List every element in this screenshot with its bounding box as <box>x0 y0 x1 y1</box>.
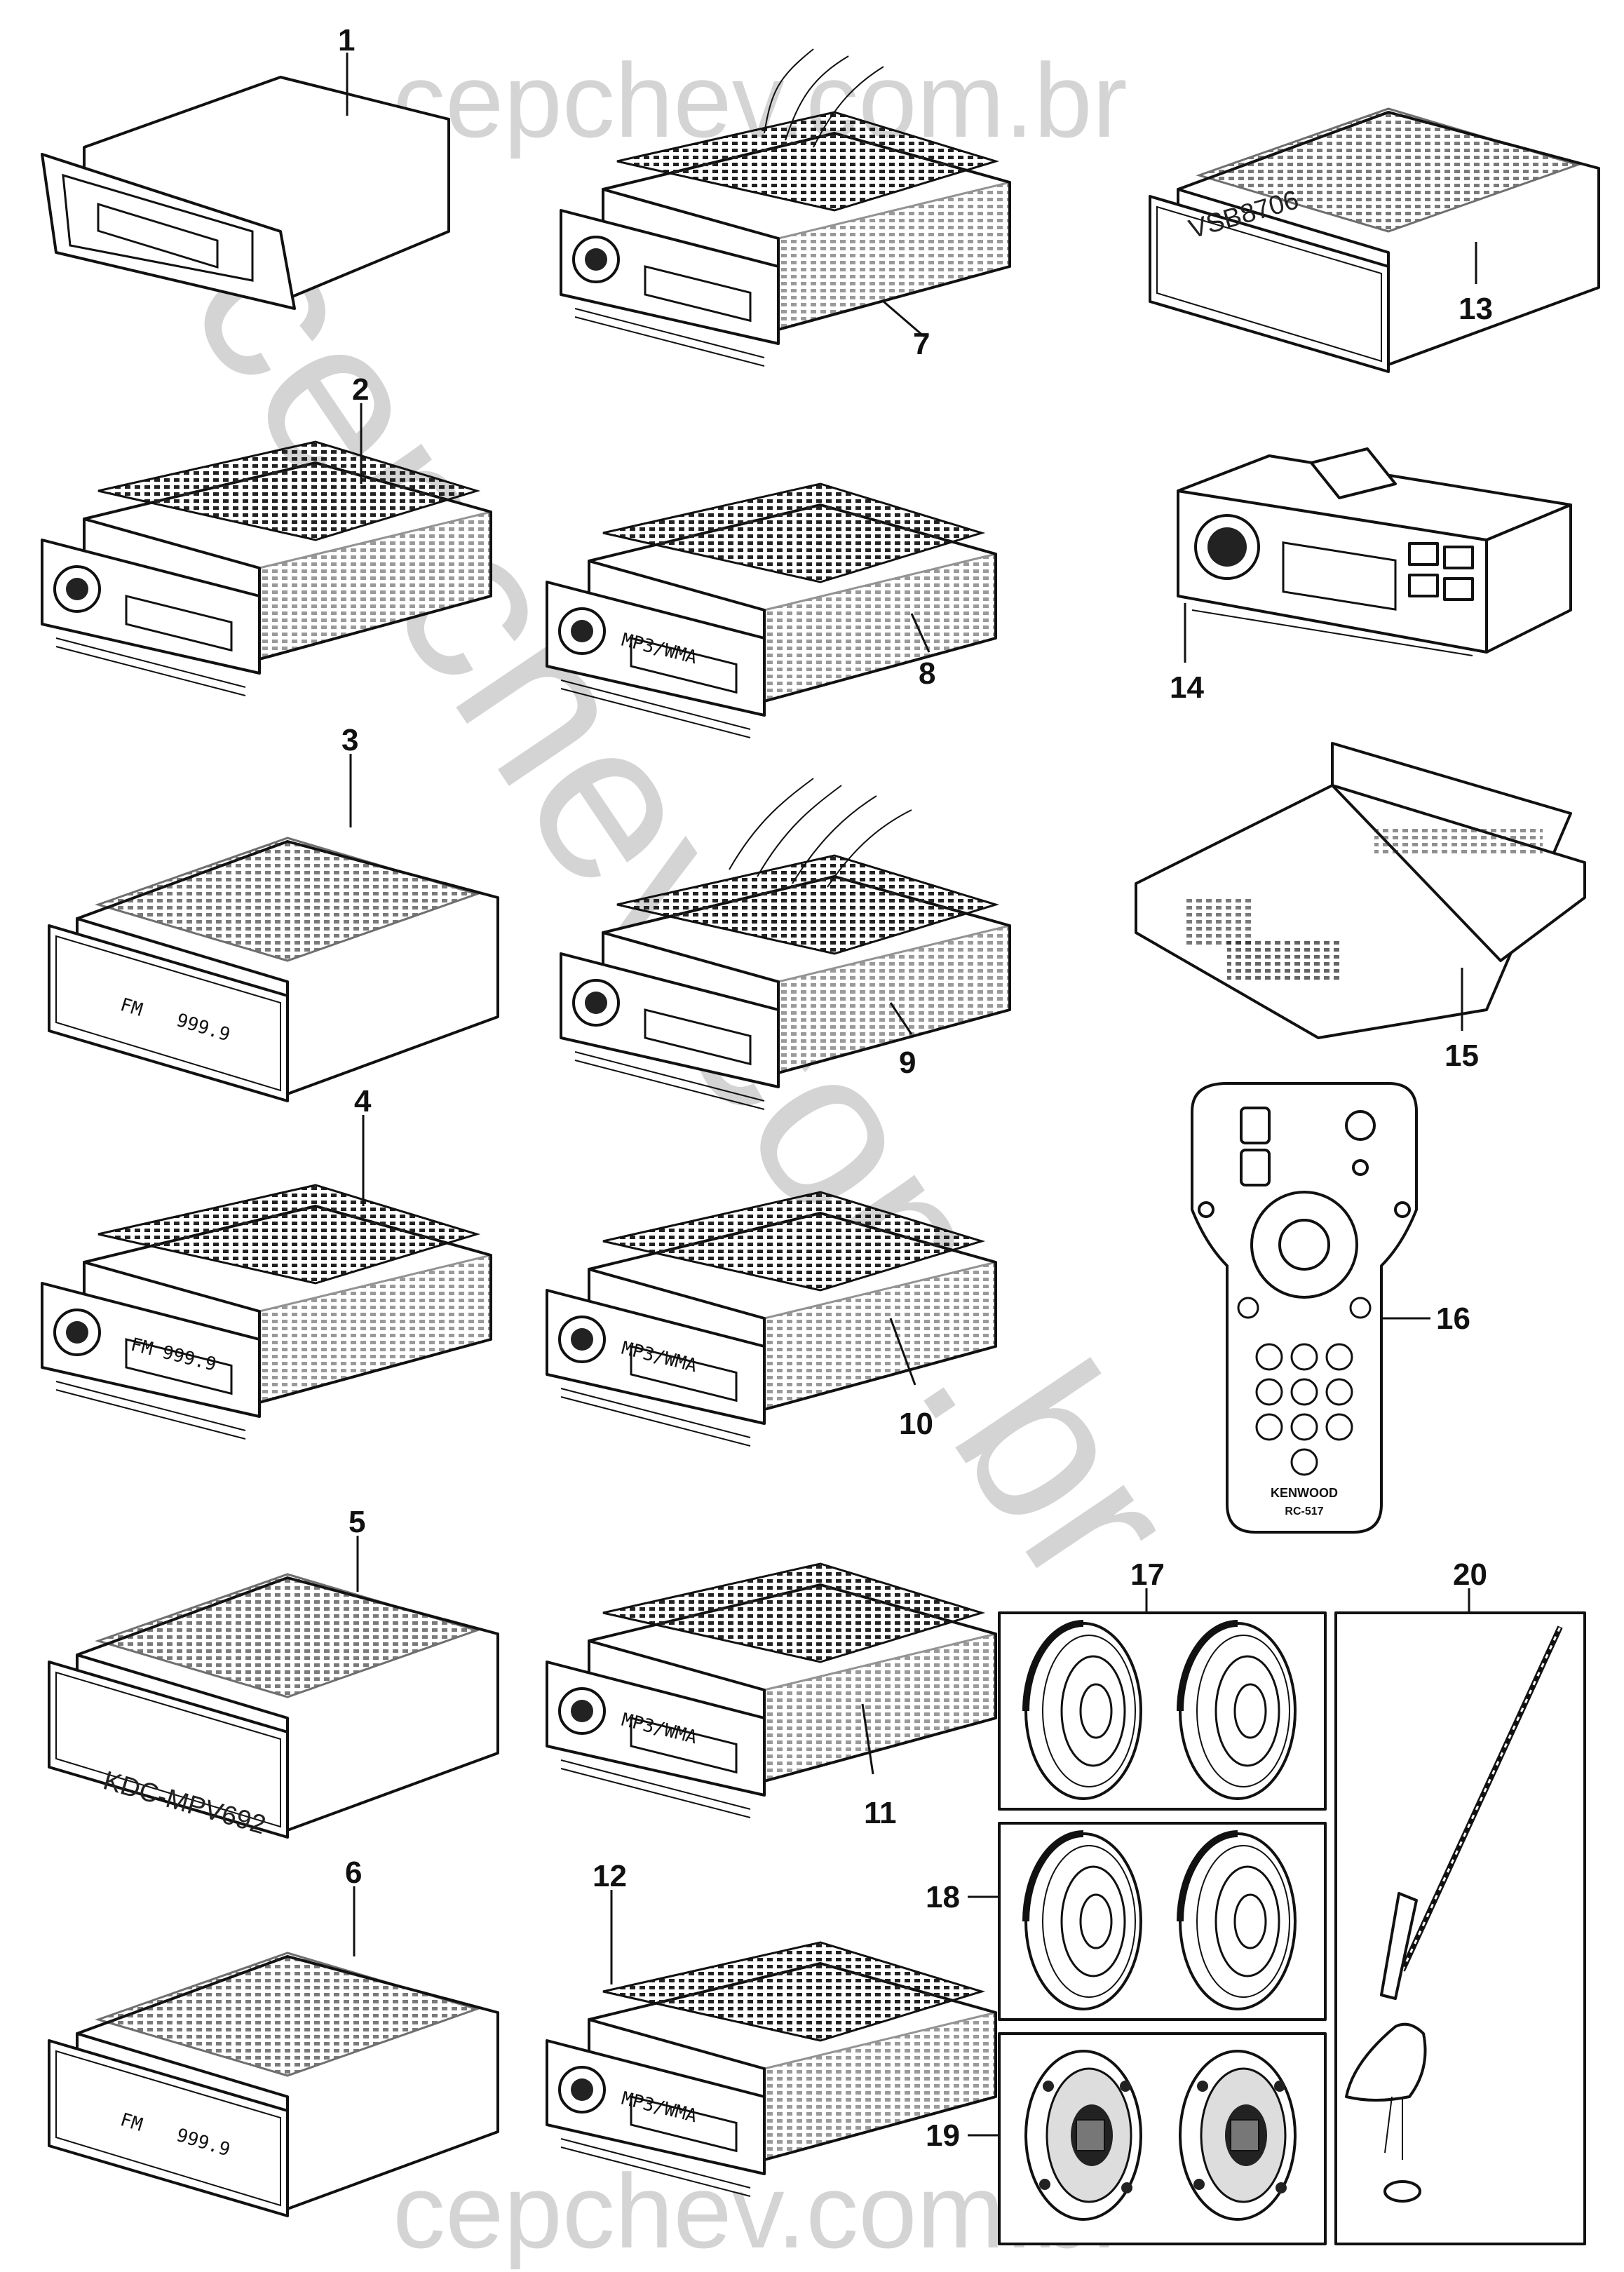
part-number-11: 11 <box>864 1796 897 1830</box>
part-16-model: RC-517 <box>1285 1506 1323 1517</box>
part-15-mounting-sleeve <box>1135 742 1586 1039</box>
part-16-remote-control: KENWOOD RC-517 <box>1191 1082 1418 1534</box>
part-number-1: 1 <box>338 23 355 58</box>
part-number-7: 7 <box>913 327 930 361</box>
part-13-boxed-unit: VSB8706 <box>1149 107 1600 373</box>
part-number-2: 2 <box>352 372 369 407</box>
part-number-16: 16 <box>1436 1301 1470 1336</box>
part-number-14: 14 <box>1170 670 1204 705</box>
part-number-9: 9 <box>899 1046 916 1080</box>
part-number-3: 3 <box>341 723 358 757</box>
part-9-head-unit <box>560 778 1011 1111</box>
part-number-8: 8 <box>919 656 935 691</box>
part-5-boxed-unit: KDC-MPV692 <box>48 1573 499 1840</box>
part-number-15: 15 <box>1444 1039 1479 1073</box>
part-14-head-unit <box>1177 447 1572 656</box>
part-20-antenna <box>1345 1625 1563 2203</box>
part-number-6: 6 <box>345 1855 362 1890</box>
part-number-20: 20 <box>1453 1557 1487 1592</box>
part-4-head-unit: FM 999.9 <box>41 1184 492 1440</box>
part-number-4: 4 <box>354 1084 372 1118</box>
part-11-head-unit: MP3/WMA <box>546 1562 997 1819</box>
part-number-10: 10 <box>899 1407 933 1441</box>
part-16-brand: KENWOOD <box>1271 1486 1338 1500</box>
part-1-faceplate-unit <box>41 76 450 310</box>
part-number-17: 17 <box>1130 1557 1165 1592</box>
part-number-18: 18 <box>926 1880 960 1914</box>
part-8-head-unit: MP3/WMA <box>546 482 997 739</box>
part-20-frame <box>1334 1611 1586 2245</box>
part-12-head-unit: MP3/WMA <box>546 1941 997 2198</box>
part-7-head-unit <box>560 48 1011 367</box>
part-10-head-unit: MP3/WMA <box>546 1191 997 1447</box>
part-4-lcd-fm: FM <box>128 1334 155 1360</box>
part-number-19: 19 <box>926 2118 960 2153</box>
part-6-head-unit: FM 999.9 <box>48 1952 499 2217</box>
part-number-13: 13 <box>1459 292 1493 326</box>
part-number-12: 12 <box>593 1859 627 1893</box>
part-3-head-unit: FM 999.9 <box>48 837 499 1102</box>
part-number-5: 5 <box>349 1505 365 1539</box>
